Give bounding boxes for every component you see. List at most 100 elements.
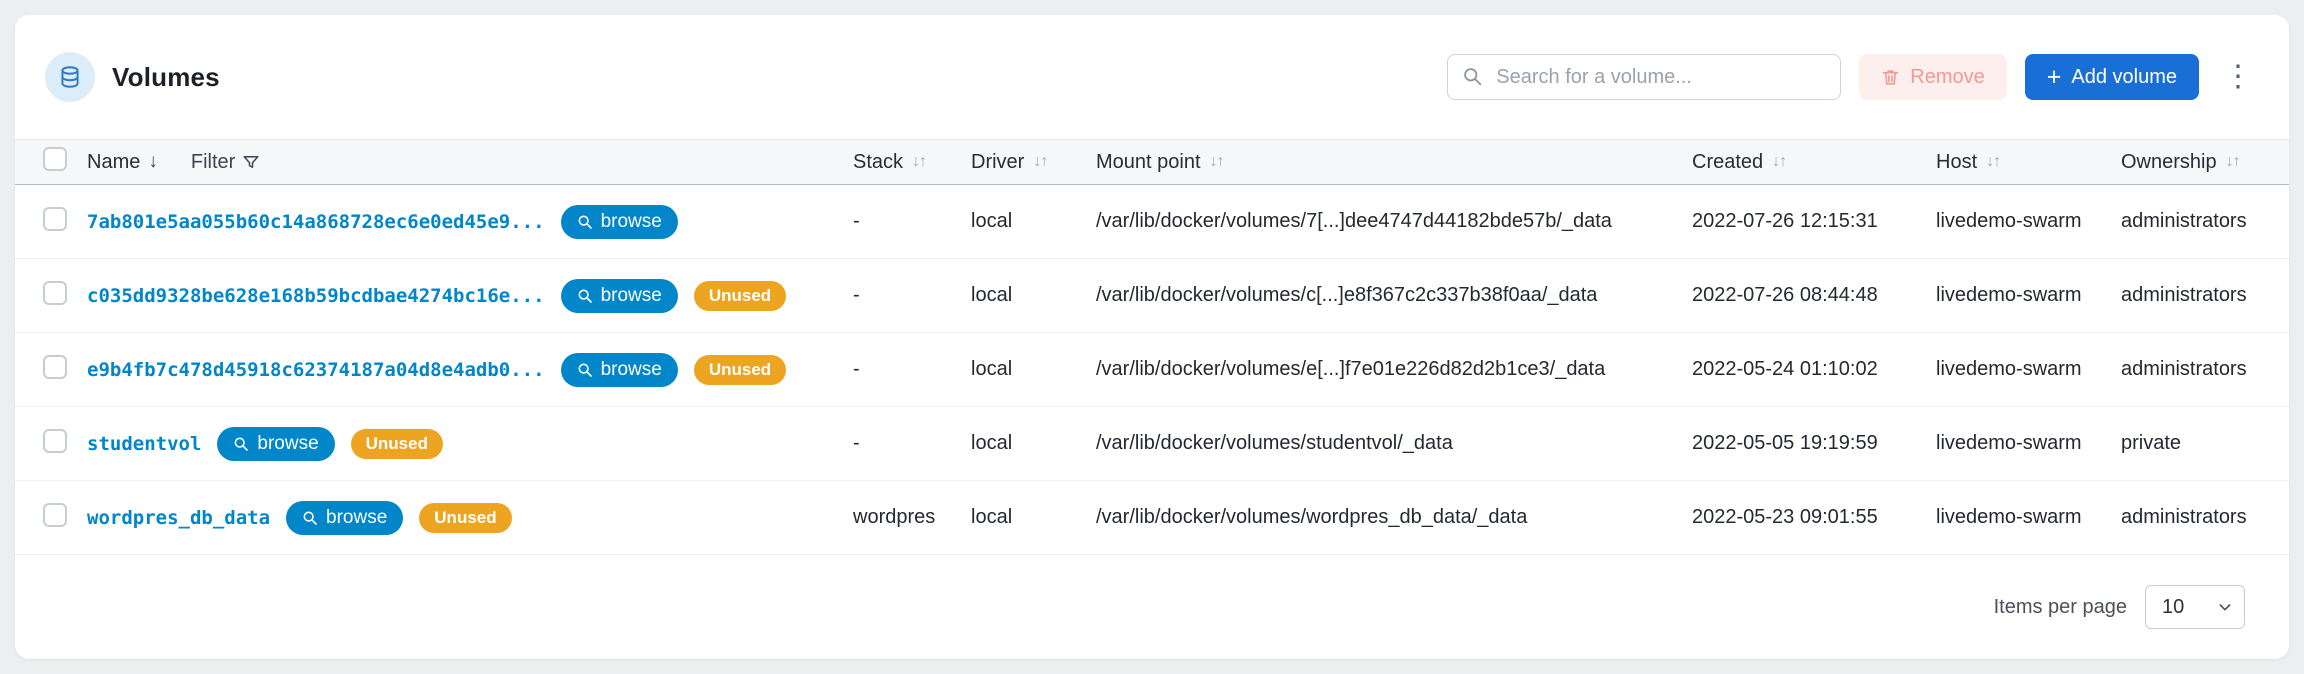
browse-search-icon	[577, 362, 593, 378]
column-header-name: Name ↓ Filter	[87, 151, 853, 174]
name-cell: e9b4fb7c478d45918c62374187a04d8e4adb0...…	[87, 352, 853, 387]
mount-point-cell: /var/lib/docker/volumes/studentvol/_data	[1096, 432, 1453, 454]
items-per-page-label: Items per page	[1993, 595, 2127, 618]
row-checkbox-cell	[15, 428, 87, 459]
column-header-driver[interactable]: Driver ↓↑	[971, 151, 1096, 174]
items-per-page-select[interactable]: 10	[2145, 585, 2245, 629]
column-header-ownership[interactable]: Ownership ↓↑	[2121, 151, 2289, 174]
volume-name-link[interactable]: studentvol	[87, 432, 202, 455]
table-body: 7ab801e5aa055b60c14a868728ec6e0ed45e9...…	[15, 185, 2289, 555]
browse-search-icon	[577, 288, 593, 304]
browse-button[interactable]: browse	[217, 426, 335, 461]
add-volume-button[interactable]: + Add volume	[2024, 54, 2199, 100]
table-header-row: Name ↓ Filter Stack ↓↑ Driver ↓↑ Mount p…	[15, 139, 2289, 185]
plus-icon: +	[2046, 62, 2062, 91]
ownership-cell: administrators	[2121, 284, 2247, 306]
column-header-created[interactable]: Created ↓↑	[1692, 151, 1936, 174]
browse-button[interactable]: browse	[560, 278, 678, 313]
created-cell: 2022-05-24 01:10:02	[1692, 358, 1878, 380]
stack-cell: -	[853, 358, 860, 380]
column-header-stack[interactable]: Stack ↓↑	[853, 151, 971, 174]
host-cell: livedemo-swarm	[1936, 358, 2082, 380]
browse-button-label: browse	[600, 358, 662, 380]
filter-label: Filter	[190, 150, 236, 173]
unused-badge: Unused	[693, 354, 787, 385]
mount-point-cell: /var/lib/docker/volumes/e[...]f7e01e226d…	[1096, 358, 1606, 380]
search-input[interactable]	[1447, 54, 1842, 100]
column-label-name: Name	[87, 150, 141, 173]
driver-cell: local	[971, 432, 1013, 454]
sort-both-icon: ↓↑	[1986, 153, 2001, 170]
driver-cell: local	[971, 284, 1013, 306]
mount-point-cell: /var/lib/docker/volumes/7[...]dee4747d44…	[1096, 210, 1612, 232]
column-header-host[interactable]: Host ↓↑	[1936, 151, 2121, 174]
volume-name-link[interactable]: e9b4fb7c478d45918c62374187a04d8e4adb0...	[87, 358, 545, 381]
created-cell: 2022-05-23 09:01:55	[1692, 506, 1878, 528]
search-box	[1447, 54, 1842, 100]
mount-point-cell: /var/lib/docker/volumes/wordpres_db_data…	[1096, 506, 1528, 528]
name-cell: 7ab801e5aa055b60c14a868728ec6e0ed45e9...…	[87, 204, 853, 239]
widget-header: Volumes	[15, 15, 2289, 139]
browse-search-icon	[577, 214, 593, 230]
volume-name-link[interactable]: 7ab801e5aa055b60c14a868728ec6e0ed45e9...	[87, 210, 545, 233]
sort-both-icon: ↓↑	[2225, 153, 2241, 170]
header-actions: Remove + Add volume ⋮	[1447, 54, 2259, 100]
stack-cell: wordpres	[853, 506, 936, 528]
table-row: c035dd9328be628e168b59bcdbae4274bc16e...…	[15, 259, 2289, 333]
volume-name-link[interactable]: c035dd9328be628e168b59bcdbae4274bc16e...	[87, 284, 545, 307]
stack-cell: -	[853, 432, 860, 454]
sort-desc-icon: ↓	[148, 151, 158, 172]
browse-button[interactable]: browse	[560, 204, 678, 239]
volume-name-link[interactable]: wordpres_db_data	[87, 506, 271, 529]
sort-both-icon: ↓↑	[1209, 153, 1225, 170]
kebab-menu-icon[interactable]: ⋮	[2223, 60, 2253, 93]
column-label-mount-point: Mount point	[1096, 150, 1201, 173]
sort-both-icon: ↓↑	[1772, 153, 1787, 170]
host-cell: livedemo-swarm	[1936, 284, 2082, 306]
driver-cell: local	[971, 358, 1013, 380]
volumes-widget: Volumes	[15, 15, 2289, 659]
row-checkbox-cell	[15, 206, 87, 237]
created-cell: 2022-05-05 19:19:59	[1692, 432, 1878, 454]
filter-control[interactable]: Filter	[191, 151, 260, 174]
items-per-page-select-wrap: 10	[2145, 585, 2245, 629]
host-cell: livedemo-swarm	[1936, 432, 2082, 454]
add-volume-label: Add volume	[2071, 65, 2177, 88]
row-checkbox-cell	[15, 354, 87, 385]
unused-badge: Unused	[350, 428, 443, 459]
browse-button-label: browse	[257, 432, 319, 454]
remove-button[interactable]: Remove	[1859, 54, 2007, 100]
column-label-host: Host	[1936, 150, 1978, 173]
row-checkbox[interactable]	[43, 206, 67, 231]
unused-badge: Unused	[419, 502, 512, 533]
sort-name-control[interactable]: Name ↓	[87, 151, 158, 174]
table-row: 7ab801e5aa055b60c14a868728ec6e0ed45e9...…	[15, 185, 2289, 259]
table-footer: Items per page 10	[15, 555, 2289, 659]
row-checkbox[interactable]	[43, 502, 67, 527]
table-row: wordpres_db_data browse Unused wordpres …	[15, 481, 2289, 555]
column-header-mount-point[interactable]: Mount point ↓↑	[1096, 151, 1692, 174]
ownership-cell: administrators	[2121, 210, 2247, 232]
column-label-stack: Stack	[853, 150, 904, 173]
select-all-checkbox[interactable]	[43, 147, 67, 171]
browse-button[interactable]: browse	[560, 352, 678, 387]
volumes-icon	[45, 52, 95, 102]
ownership-cell: private	[2121, 432, 2182, 454]
stack-cell: -	[853, 210, 860, 232]
page-title: Volumes	[112, 61, 220, 92]
created-cell: 2022-07-26 08:44:48	[1692, 284, 1878, 306]
row-checkbox[interactable]	[43, 354, 67, 379]
mount-point-cell: /var/lib/docker/volumes/c[...]e8f367c2c3…	[1096, 284, 1598, 306]
browse-button[interactable]: browse	[286, 500, 404, 535]
row-checkbox[interactable]	[43, 280, 67, 305]
browse-button-label: browse	[600, 210, 662, 232]
table-row: studentvol browse Unused - local /var/li…	[15, 407, 2289, 481]
select-all-cell	[15, 147, 87, 177]
unused-badge: Unused	[693, 280, 787, 311]
name-cell: c035dd9328be628e168b59bcdbae4274bc16e...…	[87, 278, 853, 313]
ownership-cell: administrators	[2121, 358, 2247, 380]
column-label-ownership: Ownership	[2121, 150, 2217, 173]
row-checkbox[interactable]	[43, 428, 67, 453]
table-row: e9b4fb7c478d45918c62374187a04d8e4adb0...…	[15, 333, 2289, 407]
browse-search-icon	[233, 436, 249, 452]
